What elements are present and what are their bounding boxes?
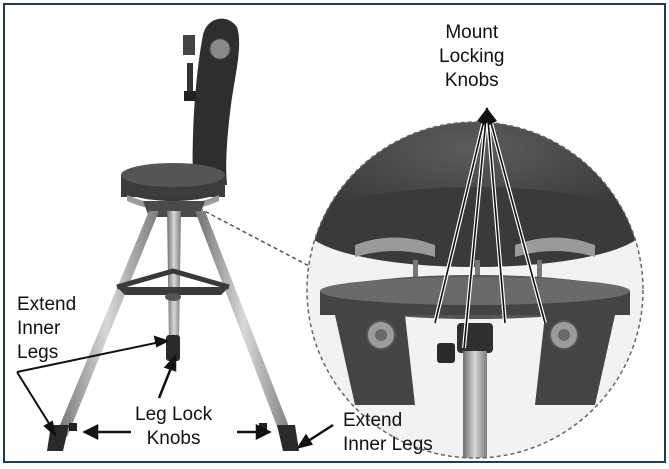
mount-locking-arrows: [434, 107, 546, 349]
extend-inner-legs-right-label: Extend Inner Legs: [343, 410, 433, 455]
extend-inner-legs-left-label: Extend Inner Legs: [17, 294, 77, 363]
detail-circle-outline: [306, 121, 644, 459]
detail-inset: [307, 122, 643, 458]
illustration: [16, 18, 644, 459]
diagram-frame: Mount Locking Knobs Extend Inner Legs Le…: [3, 3, 666, 463]
mount-locking-knobs-label: Mount Locking Knobs: [439, 22, 505, 91]
mount-locking-arrowheads: [477, 108, 497, 125]
mount-arm: [183, 18, 240, 186]
right-leg-lock-knob: [259, 423, 267, 431]
extend-inner-legs-arrows: [16, 335, 170, 438]
leg-spreader: [116, 268, 230, 301]
left-leg-lock-knob: [69, 423, 77, 431]
tripod-legs: [47, 211, 299, 451]
leg-lock-knobs-label: Leg Lock Knobs: [135, 404, 213, 449]
detail-connector: [192, 204, 312, 268]
leg-lock-arrows: [82, 353, 334, 449]
